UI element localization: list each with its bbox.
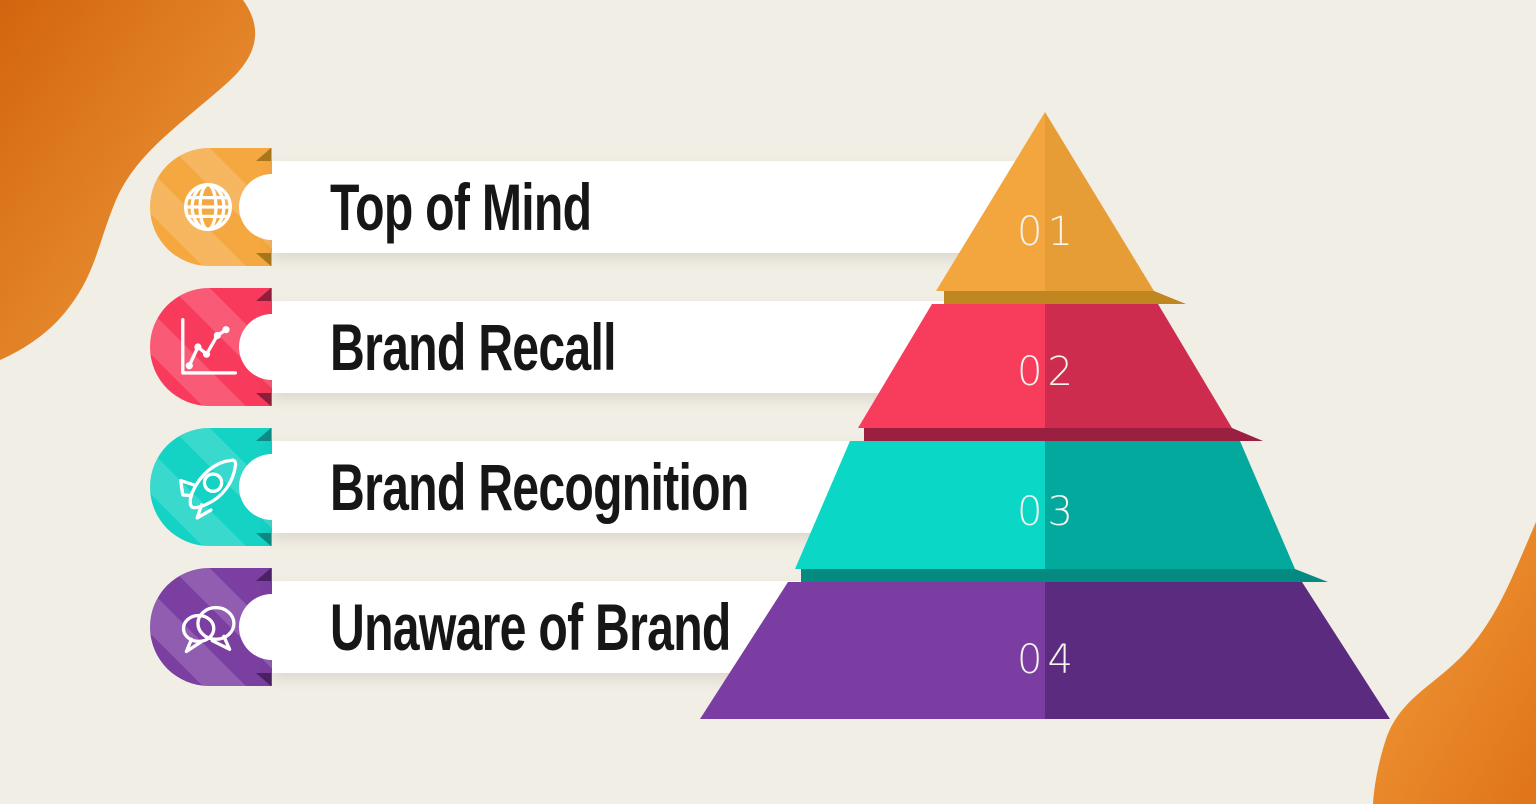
ribbon-fold [256,533,271,546]
level-row-unaware-of-brand: Unaware of Brand [150,568,1050,686]
ribbon-fold [256,673,271,686]
ribbon-fold [256,288,271,301]
chat-bubbles-icon [172,591,244,663]
rocket-icon [172,451,244,523]
ribbon-fold [256,393,271,406]
pyramid-number-2: 02 [1017,349,1078,395]
ribbon-fold [256,253,271,266]
globe-icon [172,171,244,243]
bottom-right-blob [1373,522,1536,804]
pyramid-number-3: 03 [1017,489,1078,535]
pyramid-number-1: 01 [1017,209,1078,255]
top-left-blob [0,0,256,360]
ribbon-fold [256,148,271,161]
label-bar: Brand Recall [239,301,1040,393]
line-chart-icon [172,311,244,383]
label-bar: Top of Mind [239,161,1040,253]
level-row-brand-recall: Brand Recall [150,288,1050,406]
level-label: Unaware of Brand [330,590,731,664]
ribbon-fold [256,568,271,581]
level-row-brand-recognition: Brand Recognition [150,428,1050,546]
label-bar: Brand Recognition [239,441,1040,533]
ribbon-fold [256,428,271,441]
level-label: Brand Recognition [330,450,749,524]
level-row-top-of-mind: Top of Mind [150,148,1050,266]
pyramid-number-4: 04 [1017,637,1078,683]
level-label: Brand Recall [330,310,617,384]
level-label: Top of Mind [330,170,592,244]
label-bar: Unaware of Brand [239,581,1040,673]
